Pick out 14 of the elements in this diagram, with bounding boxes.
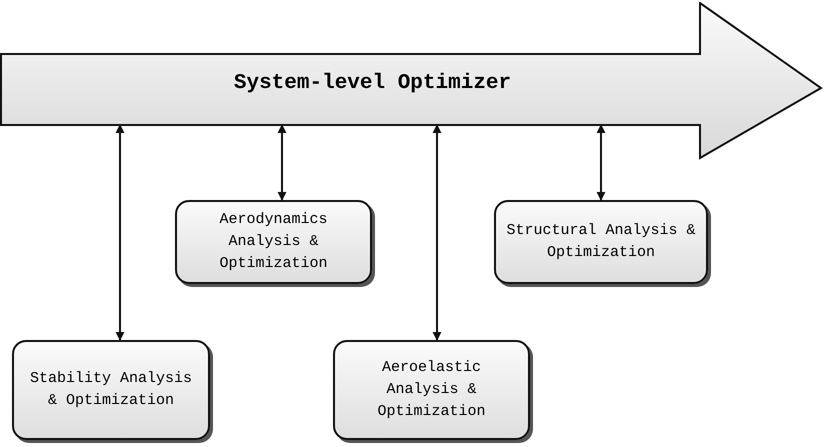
double-arrow <box>116 124 124 341</box>
double-arrow <box>596 124 606 201</box>
box-label: Aeroelastic Analysis & Optimization <box>376 358 487 422</box>
box-label: Structural Analysis & Optimization <box>505 221 697 263</box>
process-box <box>12 340 210 440</box>
box-label: Aerodynamics Analysis & Optimization <box>218 210 329 274</box>
double-arrow <box>278 124 286 201</box>
process-box <box>175 200 372 284</box>
double-arrow <box>432 124 442 341</box>
title-label: System-level Optimizer <box>232 72 512 95</box>
process-box <box>494 200 708 284</box>
process-box <box>333 340 530 440</box>
arrow-shape <box>0 2 823 160</box>
box-label: Stability Analysis & Optimization <box>28 369 194 411</box>
